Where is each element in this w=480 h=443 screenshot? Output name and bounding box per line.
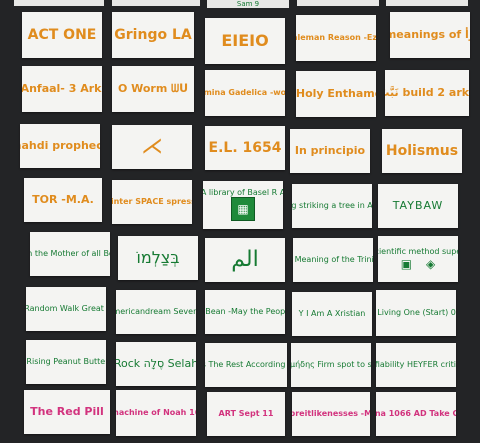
card-library-of-basel: A library of Basel R A ▦ — [203, 181, 283, 229]
card-holismus: Holismus — [382, 129, 462, 173]
card-partial-top — [297, 0, 379, 6]
card-punchcard-random-walk: Punchcard Random Walk Great big dreame — [26, 287, 106, 331]
card-eieio: EIEIO — [205, 18, 285, 64]
card-coran-interspace: -CORAN- inter SPACE spress 2×3×19 — [112, 180, 192, 224]
card-meaning-trinidad: The Meaning of the Trinidad — [293, 238, 373, 282]
card-tor-ma: TOR -M.A. — [24, 178, 102, 222]
card-spreitlikenesses: Spreitlikenesses -MA — [292, 392, 370, 436]
green-box-icon: ▦ — [231, 197, 255, 222]
card-partial-top-label: Sam 9 — [207, 0, 289, 8]
card-mercury-rising: Mercury Rising Peanut Butter Sela 6x — [26, 340, 106, 384]
card-american-dream: The Americandream Seven Know — [116, 290, 196, 334]
card-in-principio: In principio — [290, 129, 370, 173]
card-betsalmo: בְּצַלְמוֹ — [118, 236, 198, 280]
card-day-one-axis: Day One Axis The Rest According to Herod… — [205, 343, 287, 387]
card-gringo-la: Gringo LA — [112, 12, 194, 58]
card-red-pill: The Red Pill — [24, 390, 110, 434]
card-anfaal: -Anfaal- 3 Arks — [22, 66, 102, 112]
card-china-1066: China 1066 AD Take Clay — [376, 392, 456, 436]
card-el-1654: E.L. 1654 — [205, 126, 285, 170]
green-cube-icon: ◈ — [426, 256, 436, 271]
card-taybaw: TAYBAW — [378, 184, 458, 228]
card-build-2-arks: نَبَّتَ build 2 arks — [385, 70, 469, 116]
card-mother-of-books: From the Mother of all Books — [30, 232, 110, 276]
card-archimedes: Ἀρχιμήδης Firm spot to stand — [291, 343, 371, 387]
card-act-one: ACT ONE — [22, 12, 102, 58]
card-living-one: O Living One (Start) 0 0 — [376, 290, 456, 336]
card-art-sept-11: ART Sept 11 — [207, 392, 285, 436]
card-selah: Rock סֶלָה Selah — [116, 342, 196, 386]
card-falsifiability: Falsifiability HEYFER criticism — [376, 343, 456, 387]
card-o-worm: O Worm ᗯᑌ — [112, 66, 194, 112]
card-tomachine-noah: Tomachine of Noah 1633 — [116, 390, 196, 436]
card-mahdi-prophecy: mahdi prophecy — [20, 124, 100, 168]
card-partial-top — [112, 0, 200, 6]
card-holy-enthamenet: The Holy Enthamenet — [296, 71, 376, 117]
card-scientific-method: The Scientific method supernova ▣ ◈ — [378, 236, 458, 282]
card-triarcaleman: Triarcaleman Reason -Ez 32:19 — [296, 15, 376, 61]
card-cross-symbol: ⋌ — [112, 125, 192, 169]
green-square-icon: ▣ — [400, 256, 413, 271]
card-seven-meanings: 7 meanings of اقرأ — [390, 12, 470, 58]
card-lightning-tree: lightning striking a tree in Australia — [292, 184, 372, 228]
card-partial-top — [386, 0, 468, 6]
card-soylent-bean: Soylent Bean -May the People Reign — [205, 290, 285, 334]
card-carmina-gadelica: Carmina Gadelica -worm- — [205, 70, 285, 116]
card-alif-lam-mim: الم — [205, 238, 285, 282]
card-partial-top — [14, 0, 104, 6]
card-xristian: Y I Am A Xristian — [292, 292, 372, 336]
